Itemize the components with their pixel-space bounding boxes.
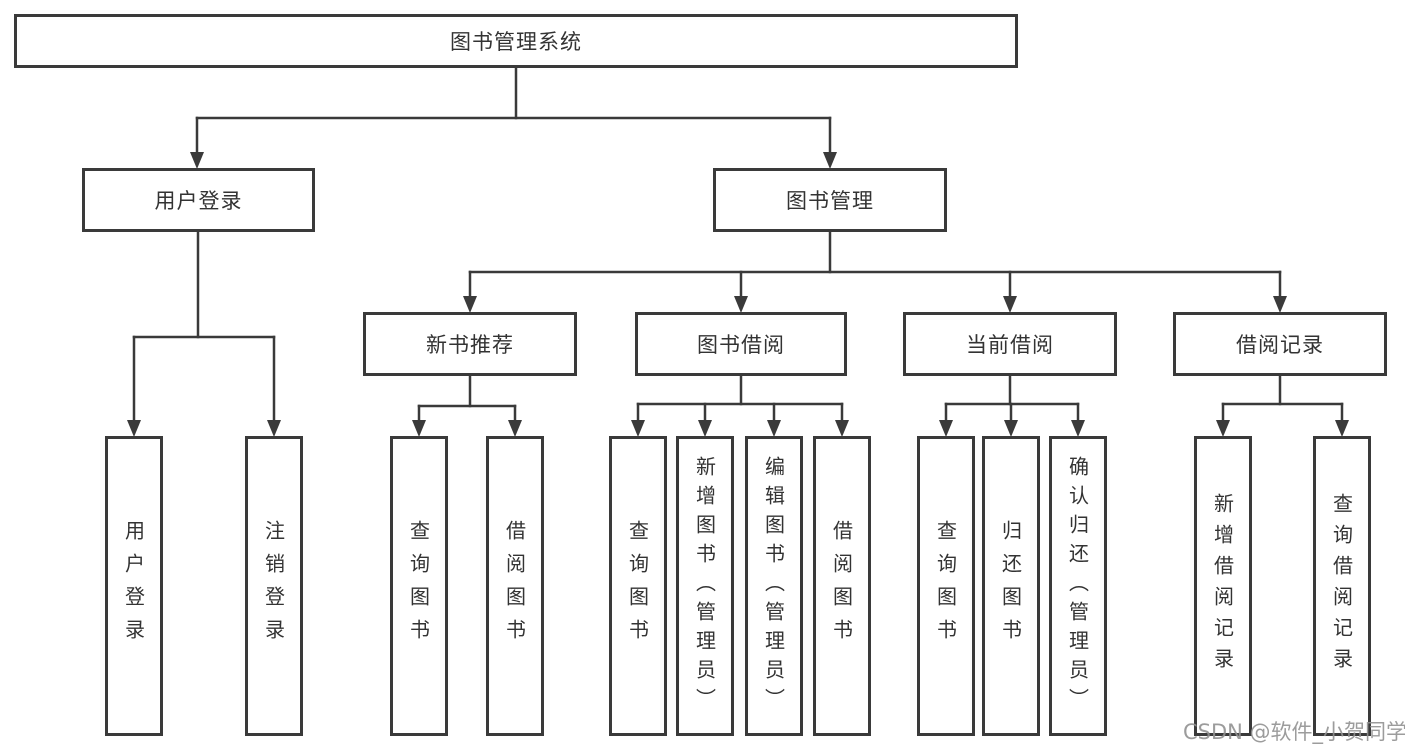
watermark: CSDN @软件_小贺同学 bbox=[1183, 720, 1405, 744]
node-root-system: 图书管理系统 bbox=[14, 14, 1018, 68]
leaf-confirm-return-admin: 确认归还（管理员） bbox=[1049, 436, 1107, 736]
leaf-query-borrow-record: 查询借阅记录 bbox=[1313, 436, 1371, 736]
node-current-borrow: 当前借阅 bbox=[903, 312, 1117, 376]
node-book-management: 图书管理 bbox=[713, 168, 947, 232]
node-book-borrow: 图书借阅 bbox=[635, 312, 847, 376]
node-borrow-records: 借阅记录 bbox=[1173, 312, 1387, 376]
leaf-borrow-books-recommend: 借阅图书 bbox=[486, 436, 544, 736]
leaf-edit-books-admin: 编辑图书（管理员） bbox=[745, 436, 803, 736]
leaf-logout: 注销登录 bbox=[245, 436, 303, 736]
leaf-add-books-admin: 新增图书（管理员） bbox=[676, 436, 734, 736]
leaf-query-books-current: 查询图书 bbox=[917, 436, 975, 736]
leaf-query-books-borrow: 查询图书 bbox=[609, 436, 667, 736]
leaf-add-borrow-record: 新增借阅记录 bbox=[1194, 436, 1252, 736]
leaf-return-books: 归还图书 bbox=[982, 436, 1040, 736]
node-user-login: 用户登录 bbox=[82, 168, 315, 232]
leaf-borrow-books: 借阅图书 bbox=[813, 436, 871, 736]
node-new-book-recommend: 新书推荐 bbox=[363, 312, 577, 376]
leaf-user-login: 用户登录 bbox=[105, 436, 163, 736]
arrowhead-icons bbox=[127, 152, 1349, 437]
leaf-query-books-recommend: 查询图书 bbox=[390, 436, 448, 736]
